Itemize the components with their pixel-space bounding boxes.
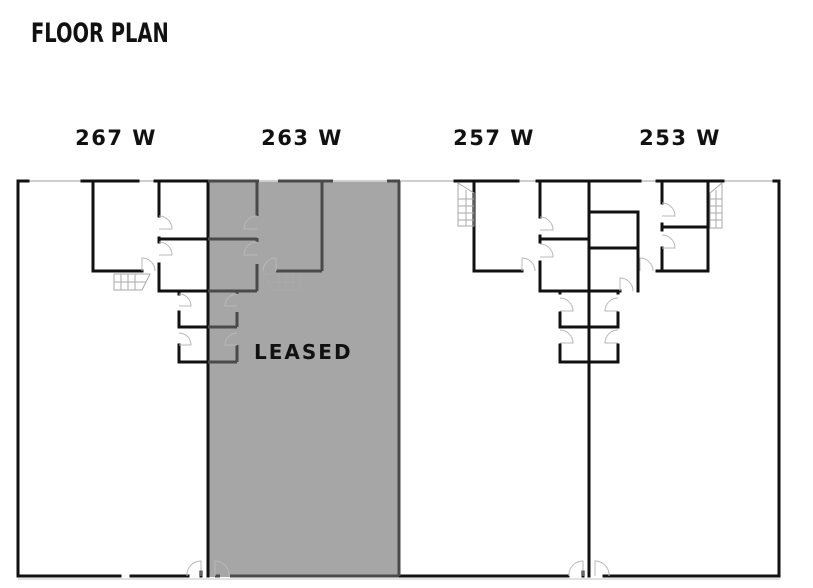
page-title: FLOOR PLAN xyxy=(31,18,169,49)
unit-label-253w: 253 W xyxy=(639,126,721,150)
unit-label-257w: 257 W xyxy=(453,126,535,150)
unit-label-263w: 263 W xyxy=(261,126,343,150)
unit-263w-leased-area[interactable] xyxy=(208,181,399,577)
stairs-icon xyxy=(113,181,723,291)
unit-label-267w: 267 W xyxy=(75,126,157,150)
leased-label: LEASED xyxy=(254,340,353,364)
